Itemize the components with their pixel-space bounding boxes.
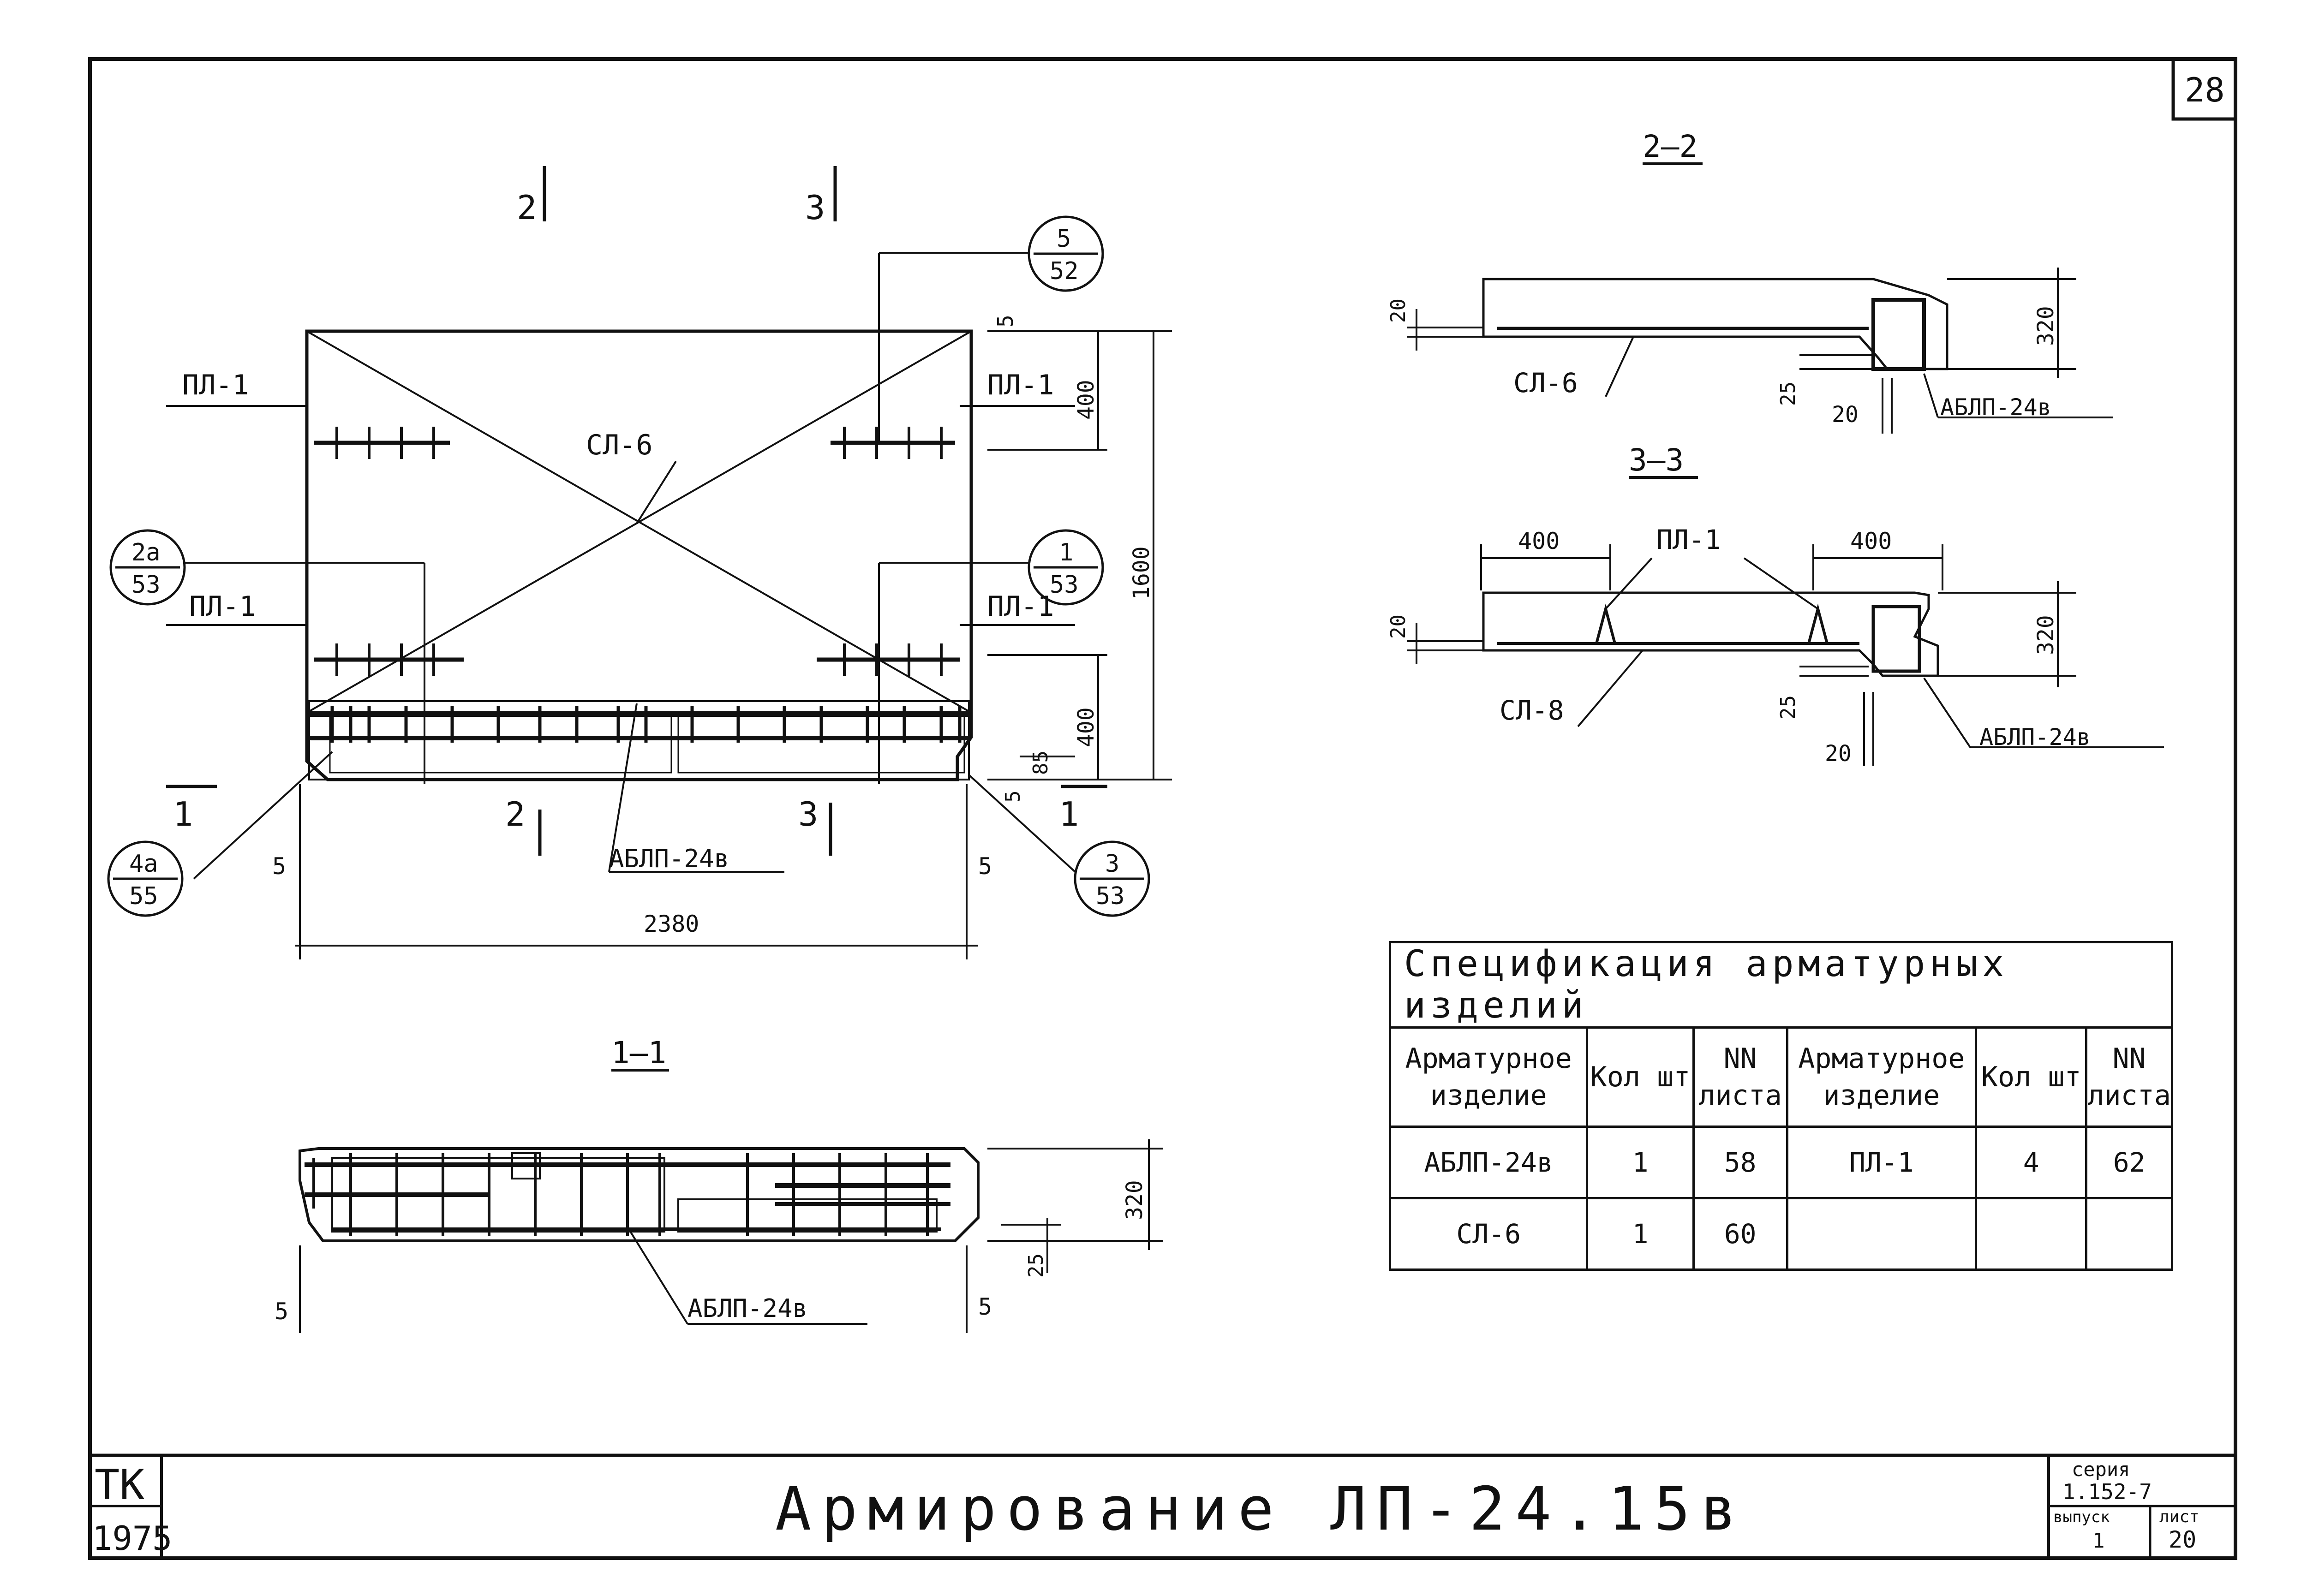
s33-dim-25: 25 <box>1776 695 1800 720</box>
callout-1-top: 1 <box>1059 539 1073 566</box>
spec-header: Арматурное изделие <box>1786 1026 1978 1128</box>
s33-label-ablp: АБЛП-24в <box>1979 724 2091 750</box>
s22-dim-320: 320 <box>2033 306 2059 346</box>
s22-label-ablp: АБЛП-24в <box>1940 394 2051 421</box>
spec-cell: ПЛ-1 <box>1786 1126 1978 1199</box>
callout-4a-top: 4а <box>129 850 158 878</box>
spec-header: Кол шт <box>1975 1026 2088 1128</box>
spec-cell: 1 <box>1586 1126 1695 1199</box>
callout-3-bottom: 53 <box>1096 882 1125 910</box>
spec-caption: Спецификация арматурных изделий <box>1389 941 2173 1029</box>
section-22-title: 2–2 <box>1643 129 1697 164</box>
s11-label-ablp: АБЛП-24в <box>687 1294 807 1323</box>
label-pl1-bottom-left: ПЛ-1 <box>189 590 256 623</box>
section-mark-1-left: 1 <box>173 795 193 834</box>
s22-dim-20-left: 20 <box>1387 298 1410 323</box>
section-11-title: 1–1 <box>611 1035 666 1071</box>
s33-label-sl8: СЛ-8 <box>1500 695 1564 726</box>
section-2-2: 2–2 20 320 25 20 СЛ-6 АБЛП-24в <box>1387 129 2113 434</box>
s11-dim-5-left: 5 <box>275 1298 288 1325</box>
section-mark-3-bottom: 3 <box>798 795 818 834</box>
issue-label: выпуск <box>2053 1508 2110 1526</box>
s11-dim-5-right: 5 <box>978 1293 992 1320</box>
s22-dim-25: 25 <box>1776 381 1800 406</box>
drawing-title: Армирование ЛП-24.15в <box>775 1474 1747 1544</box>
label-ablp-plan: АБЛП-24в <box>609 844 729 873</box>
spec-cell: 58 <box>1692 1126 1788 1199</box>
callout-1-bottom: 53 <box>1050 571 1079 599</box>
s22-dim-20-bottom: 20 <box>1832 402 1859 428</box>
spec-header: NN листа <box>2085 1026 2173 1128</box>
spec-cell <box>1786 1197 1978 1271</box>
s11-dim-320: 320 <box>1122 1180 1148 1220</box>
spec-header: NN листа <box>1692 1026 1788 1128</box>
series-label: серия <box>2072 1458 2130 1481</box>
callout-4a-bottom: 55 <box>129 882 158 910</box>
callout-2a-bottom: 53 <box>131 571 161 599</box>
dim-5-top: 5 <box>993 315 1018 328</box>
dim-85: 85 <box>1029 750 1052 775</box>
label-pl1-top-right: ПЛ-1 <box>987 369 1054 401</box>
section-mark-2-top: 2 <box>517 188 537 227</box>
spec-cell: СЛ-6 <box>1388 1197 1589 1271</box>
section-mark-2-bottom: 2 <box>505 795 525 834</box>
s11-dim-25: 25 <box>1024 1253 1048 1278</box>
year-mark: 1975 <box>92 1519 172 1558</box>
label-pl1-top-left: ПЛ-1 <box>182 369 249 401</box>
table-row: СЛ-6 1 60 <box>1388 1197 2173 1271</box>
s33-dim-400-right: 400 <box>1850 528 1892 554</box>
spec-header: Кол шт <box>1586 1026 1695 1128</box>
spec-cell: АБЛП-24в <box>1388 1126 1589 1199</box>
org-mark: ТК <box>95 1461 144 1509</box>
callout-3-top: 3 <box>1105 850 1119 878</box>
sheet-number: 20 <box>2169 1526 2196 1553</box>
table-row: АБЛП-24в 1 58 ПЛ-1 4 62 <box>1388 1126 2173 1199</box>
s33-label-pl1: ПЛ-1 <box>1656 524 1721 555</box>
page-number-box <box>2171 57 2237 121</box>
spec-cell: 1 <box>1586 1197 1695 1271</box>
issue-number: 1 <box>2092 1529 2105 1553</box>
dim-2380: 2380 <box>644 911 699 937</box>
dim-5-right: 5 <box>1001 791 1025 803</box>
spec-cell: 4 <box>1975 1126 2088 1199</box>
spec-table: Спецификация арматурных изделий Арматурн… <box>1388 941 2173 1271</box>
label-pl1-bottom-right: ПЛ-1 <box>987 590 1054 623</box>
callout-5-bottom: 52 <box>1050 257 1079 285</box>
section-33-title: 3–3 <box>1629 442 1684 478</box>
section-mark-1-right: 1 <box>1059 795 1079 834</box>
s33-dim-20-bottom: 20 <box>1825 741 1852 767</box>
s33-dim-320: 320 <box>2033 615 2059 655</box>
sheet-frame <box>88 57 2237 1560</box>
callout-5-top: 5 <box>1057 225 1071 253</box>
s33-dim-400-left: 400 <box>1518 528 1560 554</box>
callout-2a-top: 2а <box>131 539 161 566</box>
s33-dim-20-left: 20 <box>1387 614 1410 639</box>
page-number: 28 <box>2185 71 2225 109</box>
sheet-label: лист <box>2159 1507 2199 1526</box>
section-3-3: 3–3 400 <box>1387 442 2164 767</box>
plan-view: 2 3 2 3 1 1 5 400 1600 400 85 5 5 5 2380… <box>107 166 1172 959</box>
spec-cell: 62 <box>2085 1126 2173 1199</box>
spec-cell <box>1975 1197 2088 1271</box>
s22-label-sl6: СЛ-6 <box>1513 367 1578 399</box>
label-sl6-plan: СЛ-6 <box>586 429 653 461</box>
section-1-1: 1–1 320 25 <box>275 1035 1163 1333</box>
dim-5-left: 5 <box>272 853 286 880</box>
series-number: 1.152-7 <box>2062 1479 2152 1504</box>
spec-cell <box>2085 1197 2173 1271</box>
spec-cell: 60 <box>1692 1197 1788 1271</box>
dim-5-right-bottom: 5 <box>978 853 992 880</box>
dim-400-top: 400 <box>1073 380 1099 420</box>
spec-header: Арматурное изделие <box>1388 1026 1589 1128</box>
dim-1600: 1600 <box>1129 546 1154 600</box>
dim-400-bottom: 400 <box>1073 707 1099 747</box>
section-mark-3-top: 3 <box>805 188 825 227</box>
